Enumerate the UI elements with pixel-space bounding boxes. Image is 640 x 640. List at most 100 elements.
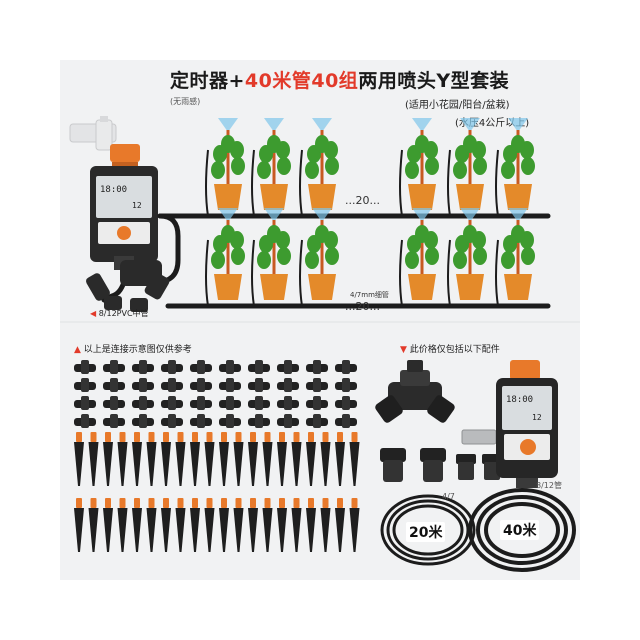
- drip-stake: [74, 432, 84, 486]
- potted-plant: [299, 118, 339, 217]
- sprinkler-nozzle: [132, 360, 154, 374]
- leaf: [453, 161, 467, 179]
- leaf: [425, 157, 439, 175]
- drip-stake: [161, 432, 171, 486]
- mist-spray: [264, 208, 284, 222]
- leaf: [405, 161, 419, 179]
- leaf: [415, 135, 429, 153]
- drip-stake: [204, 498, 215, 552]
- drip-stake: [349, 432, 360, 486]
- drip-stake: [262, 498, 273, 552]
- leaf: [211, 161, 225, 179]
- plant-pot: [504, 184, 532, 210]
- drip-stake: [117, 498, 128, 552]
- drip-stake: [349, 498, 360, 552]
- sprinkler-nozzle: [277, 396, 299, 410]
- sprinkler-nozzle: [132, 414, 154, 428]
- mist-spray: [412, 118, 432, 132]
- drip-tube: [495, 239, 499, 307]
- drip-stake: [233, 498, 244, 552]
- tube-large-length: 40米: [500, 520, 540, 540]
- drip-tube: [447, 149, 451, 217]
- sprinkler-nozzle: [335, 396, 357, 410]
- leaf: [325, 247, 339, 265]
- pressure-note: (水压4公斤以上): [455, 118, 530, 129]
- drip-tube: [299, 149, 303, 217]
- triangle-down-icon: ▼: [400, 345, 407, 355]
- plant-pot: [260, 184, 288, 210]
- leaf: [231, 157, 245, 175]
- leaf: [425, 247, 439, 265]
- title-part-3: 两用喷头Y型套装: [358, 70, 510, 92]
- sprinkler-nozzle: [161, 378, 183, 392]
- timer-number-small: 12: [132, 201, 142, 210]
- leaf: [231, 247, 245, 265]
- drip-stake: [219, 432, 229, 486]
- sprinkler-nozzle: [161, 360, 183, 374]
- drip-stake: [117, 432, 128, 486]
- drip-stake: [219, 498, 229, 552]
- leaf: [501, 161, 515, 179]
- leaf: [257, 251, 271, 269]
- sprinkler-nozzle: [74, 378, 96, 392]
- rain-sensor-note: (无雨感): [170, 97, 201, 106]
- tube-small-length: 20米: [406, 522, 446, 542]
- sprinkler-nozzle: [103, 414, 125, 428]
- timer-device-part: 18:00 12: [496, 360, 558, 488]
- tube-small-size: 4/7: [442, 492, 455, 501]
- irrigation-diagram: 18:00 12: [60, 116, 580, 572]
- drip-stake: [320, 432, 331, 486]
- potted-plant: [251, 208, 291, 307]
- mist-spray: [460, 208, 480, 222]
- drip-stake: [175, 432, 186, 486]
- drip-tube: [251, 239, 255, 307]
- sprinkler-nozzle: [219, 396, 241, 410]
- leaf: [501, 251, 515, 269]
- leaf: [521, 247, 535, 265]
- sprinkler-nozzle: [335, 360, 357, 374]
- leaf: [267, 135, 281, 153]
- sprinkler-nozzle: [103, 378, 125, 392]
- sprinkler-nozzle: [74, 396, 96, 410]
- drip-stake: [175, 498, 186, 552]
- sprinkler-nozzle: [132, 396, 154, 410]
- sprinkler-nozzle: [219, 378, 241, 392]
- drip-stake: [335, 432, 345, 486]
- drip-stake: [320, 498, 331, 552]
- sprinkler-nozzle: [103, 360, 125, 374]
- drip-stake: [132, 432, 142, 486]
- drip-stake: [291, 432, 302, 486]
- drip-stake: [161, 498, 171, 552]
- leaf: [473, 157, 487, 175]
- potted-plant: [251, 118, 291, 217]
- nozzle-grid: [74, 360, 357, 428]
- sprinkler-nozzle: [335, 378, 357, 392]
- drip-stake: [146, 498, 157, 552]
- drip-stake: [248, 498, 258, 552]
- potted-plant: [205, 208, 245, 307]
- triangle-up-icon: ▲: [74, 345, 81, 355]
- mist-spray: [460, 118, 480, 132]
- tube-large-size: 8/12管: [536, 481, 562, 490]
- drip-stake: [306, 498, 316, 552]
- sprinkler-nozzle: [335, 414, 357, 428]
- product-card: 定时器+40米管40组两用喷头Y型套装 (无雨感) (适用小花园/阳台/盆栽) …: [60, 60, 580, 580]
- sprinkler-stake: [468, 130, 472, 192]
- leaf: [473, 247, 487, 265]
- drip-stake: [262, 432, 273, 486]
- plant-pot: [260, 274, 288, 300]
- leaf: [221, 135, 235, 153]
- leaf: [277, 247, 291, 265]
- mist-spray: [508, 118, 528, 132]
- drip-tube: [205, 239, 209, 307]
- sprinkler-nozzle: [103, 396, 125, 410]
- sprinkler-stake: [272, 220, 276, 282]
- sprinkler-nozzle: [190, 396, 212, 410]
- sprinkler-nozzle: [161, 396, 183, 410]
- mist-spray: [218, 208, 238, 222]
- leaf: [277, 157, 291, 175]
- sprinkler-nozzle: [190, 360, 212, 374]
- sprinkler-nozzle: [190, 378, 212, 392]
- plant-pot: [456, 274, 484, 300]
